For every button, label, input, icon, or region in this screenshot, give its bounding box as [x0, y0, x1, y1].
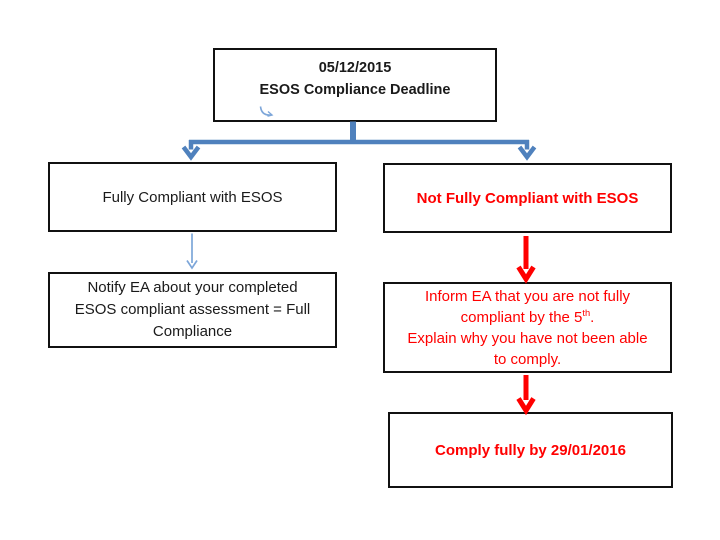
- deadline-date: 05/12/2015: [318, 60, 392, 76]
- deadline-title: ESOS Compliance Deadline: [259, 82, 451, 98]
- notify-line-1: Notify EA about your completed: [87, 279, 298, 296]
- arrow-down-left-icon: [181, 145, 201, 161]
- arrow-down-icon: [516, 397, 536, 416]
- fully-compliant-box: Fully Compliant with ESOS: [48, 162, 337, 232]
- red-down-arrow-1: [516, 236, 536, 284]
- red-down-arrow-2: [516, 375, 536, 416]
- deadline-box: 05/12/2015 ESOS Compliance Deadline: [213, 48, 497, 122]
- thin-blue-down-arrow: [186, 233, 198, 270]
- notify-line-3: Compliance: [152, 323, 233, 340]
- arrow-down-icon: [186, 260, 198, 270]
- arrow-down-icon: [516, 265, 536, 284]
- not-fully-compliant-label: Not Fully Compliant with ESOS: [416, 189, 639, 207]
- branch-connector: [181, 121, 537, 161]
- inform-line-4: to comply.: [493, 350, 562, 368]
- inform-line-2: compliant by the 5th.: [460, 307, 595, 326]
- fully-compliant-label: Fully Compliant with ESOS: [102, 188, 283, 206]
- inform-line-3: Explain why you have not been able: [407, 329, 648, 347]
- superscript-th: th: [582, 307, 591, 318]
- arrow-down-right-icon: [517, 145, 537, 161]
- inform-line-1: Inform EA that you are not fully: [424, 287, 631, 305]
- inform-ea-box: Inform EA that you are not fully complia…: [383, 282, 672, 373]
- comply-deadline-label: Comply fully by 29/01/2016: [435, 441, 626, 459]
- not-fully-compliant-box: Not Fully Compliant with ESOS: [383, 163, 672, 233]
- notify-line-2: ESOS compliant assessment = Full: [74, 301, 311, 318]
- notify-ea-box: Notify EA about your completed ESOS comp…: [48, 272, 337, 348]
- comply-deadline-box: Comply fully by 29/01/2016: [388, 412, 673, 488]
